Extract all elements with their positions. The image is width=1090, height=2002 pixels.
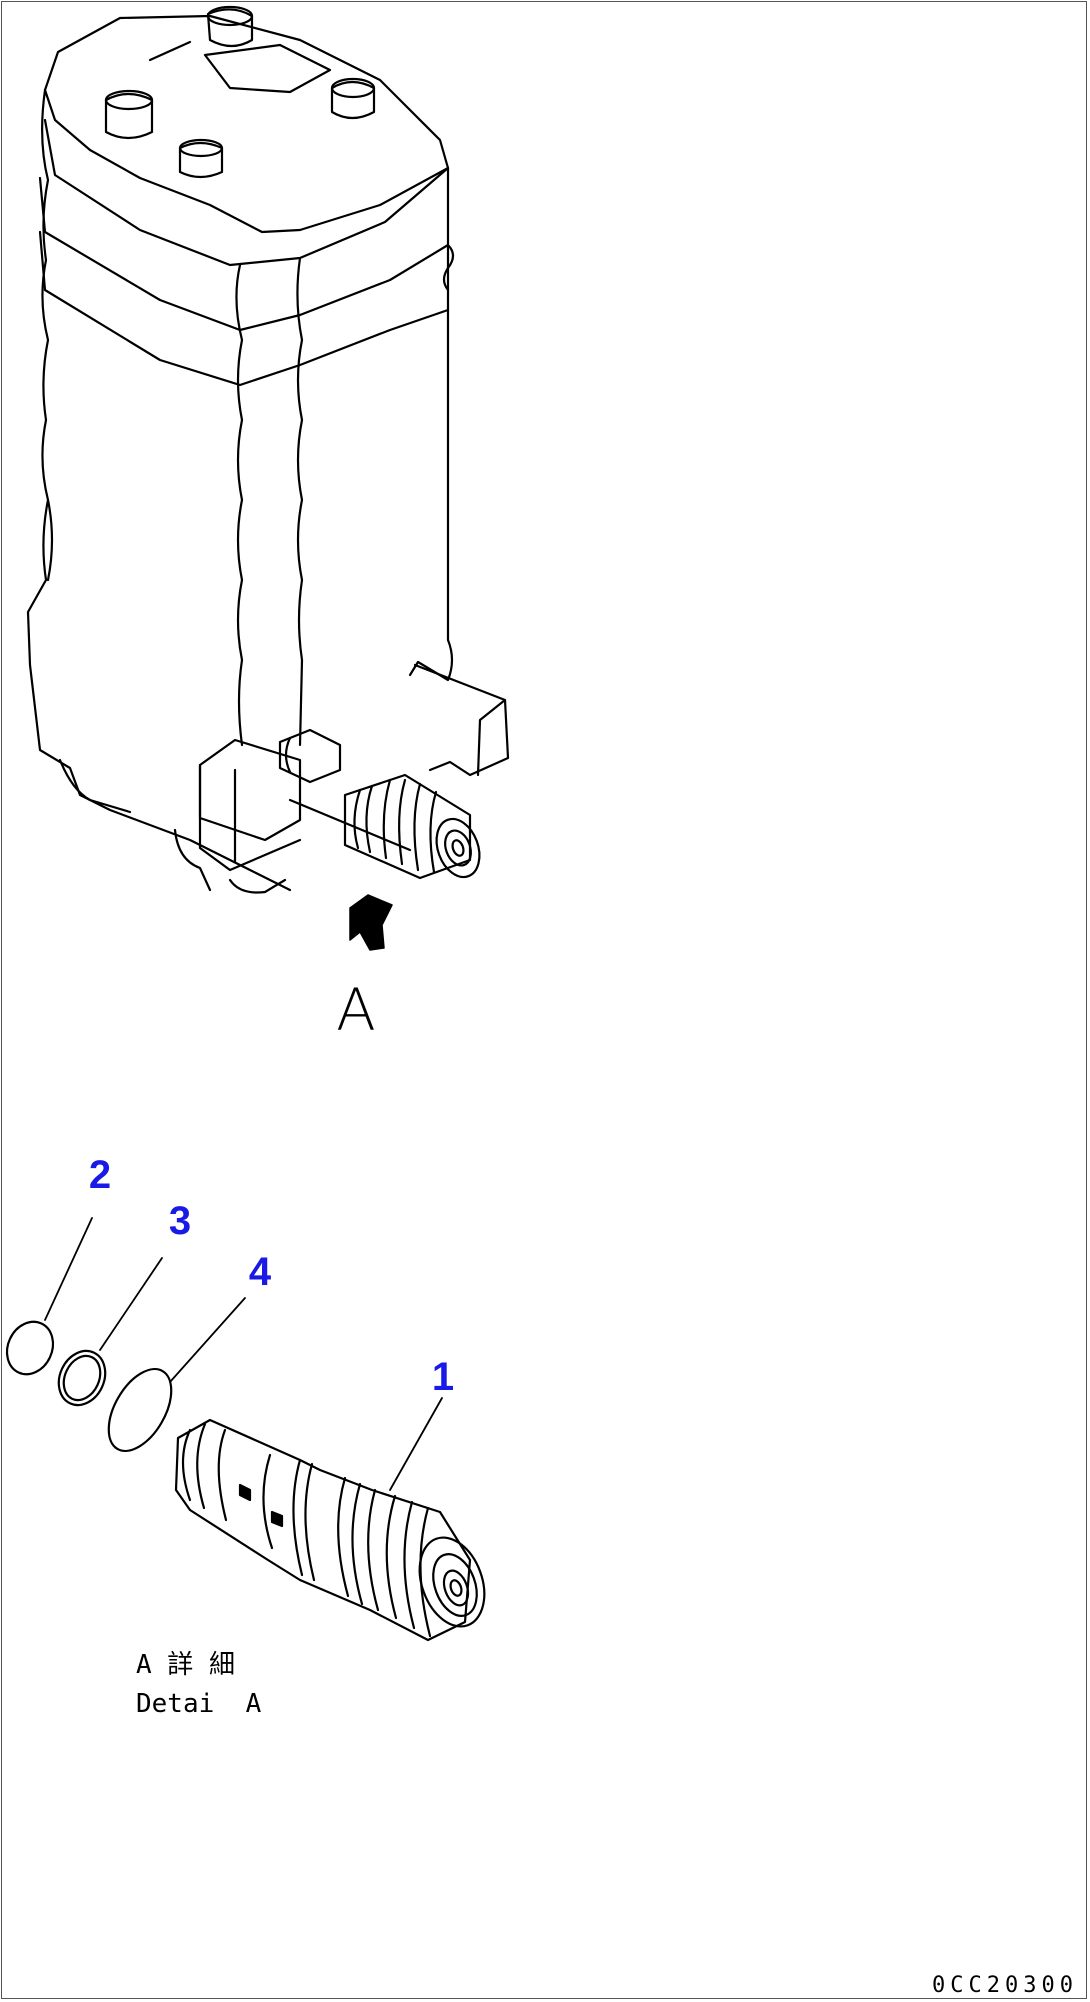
part-3-backup-ring [57,1349,107,1407]
drawing-code: 0CC20300 [932,1973,1078,1998]
view-label-a: A [336,976,376,1044]
view-arrow [349,894,393,951]
callout-2: 2 [89,1153,111,1197]
part-2-o-ring [5,1320,55,1376]
valve-body-drawing [26,5,510,894]
callout-4: 4 [249,1250,272,1294]
detail-caption-en: Detai A [136,1689,262,1719]
callout-3: 3 [169,1199,191,1243]
callout-1: 1 [432,1355,454,1399]
part-1-plug [174,1418,486,1642]
detail-caption-jp: A 詳 細 [136,1650,235,1680]
part-4-o-ring [107,1367,173,1453]
leader-lines [44,1217,443,1491]
